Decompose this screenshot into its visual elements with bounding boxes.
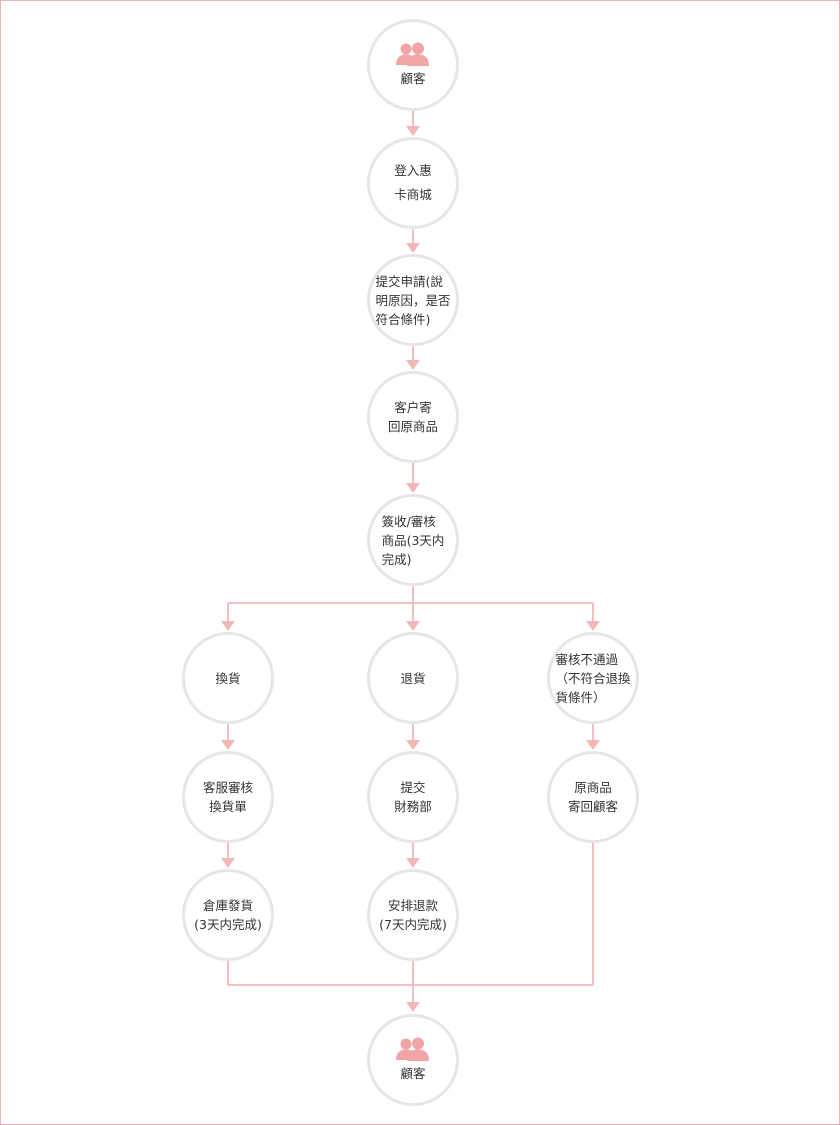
- node-label: 簽收/審核 商品(3天内 完成): [381, 513, 445, 567]
- node-review-goods: 簽收/審核 商品(3天内 完成): [367, 494, 459, 586]
- arrow-head: [406, 483, 420, 493]
- node-send-original: 原商品 寄回顧客: [547, 751, 639, 843]
- customers-icon: [396, 42, 429, 66]
- node-label: 倉庫發貨 (3天内完成): [194, 898, 262, 932]
- node-label: 顧客: [400, 71, 426, 86]
- arrow-head: [221, 740, 235, 750]
- arrow-head: [406, 126, 420, 136]
- node-login: 登入惠 卡商城: [367, 137, 459, 229]
- node-ship-back: 客户寄 回原商品: [367, 371, 459, 463]
- node-refund: 安排退款 (7天内完成): [367, 869, 459, 961]
- node-label: 客服審核 換貨單: [202, 780, 253, 814]
- node-label: 原商品 寄回顧客: [567, 780, 618, 814]
- arrow-head: [406, 740, 420, 750]
- node-label: 提交申請(說 明原因，是否 符合條件): [375, 273, 451, 327]
- arrow-head: [586, 621, 600, 631]
- node-label: 客户寄 回原商品: [387, 400, 438, 434]
- arrow-head: [221, 621, 235, 631]
- node-label: 提交 財務部: [394, 780, 432, 814]
- arrow-head: [406, 621, 420, 631]
- node-submit-application: 提交申請(說 明原因，是否 符合條件): [367, 254, 459, 346]
- node-exchange: 換貨: [182, 632, 274, 724]
- node-customer-bottom: 顧客: [367, 1014, 459, 1106]
- arrow-head: [586, 740, 600, 750]
- node-label: 換貨: [215, 670, 241, 686]
- arrow-head: [406, 1002, 420, 1012]
- node-label: 安排退款 (7天内完成): [379, 898, 447, 932]
- node-review-rejected: 審核不通過 （不符合退換 貨條件）: [547, 632, 639, 724]
- arrow-head: [406, 243, 420, 253]
- node-finance: 提交 財務部: [367, 751, 459, 843]
- node-return: 退貨: [367, 632, 459, 724]
- node-label: 顧客: [400, 1066, 426, 1081]
- arrow-head: [406, 360, 420, 370]
- node-warehouse-ship: 倉庫發貨 (3天内完成): [182, 869, 274, 961]
- node-customer-top: 顧客: [367, 19, 459, 111]
- node-label: 審核不通過 （不符合退換 貨條件）: [555, 651, 631, 705]
- arrow-head: [221, 858, 235, 868]
- arrow-head: [406, 858, 420, 868]
- customers-icon: [396, 1037, 429, 1061]
- node-label: 登入惠 卡商城: [394, 163, 432, 202]
- node-label: 退貨: [400, 670, 426, 686]
- node-cs-review: 客服審核 換貨單: [182, 751, 274, 843]
